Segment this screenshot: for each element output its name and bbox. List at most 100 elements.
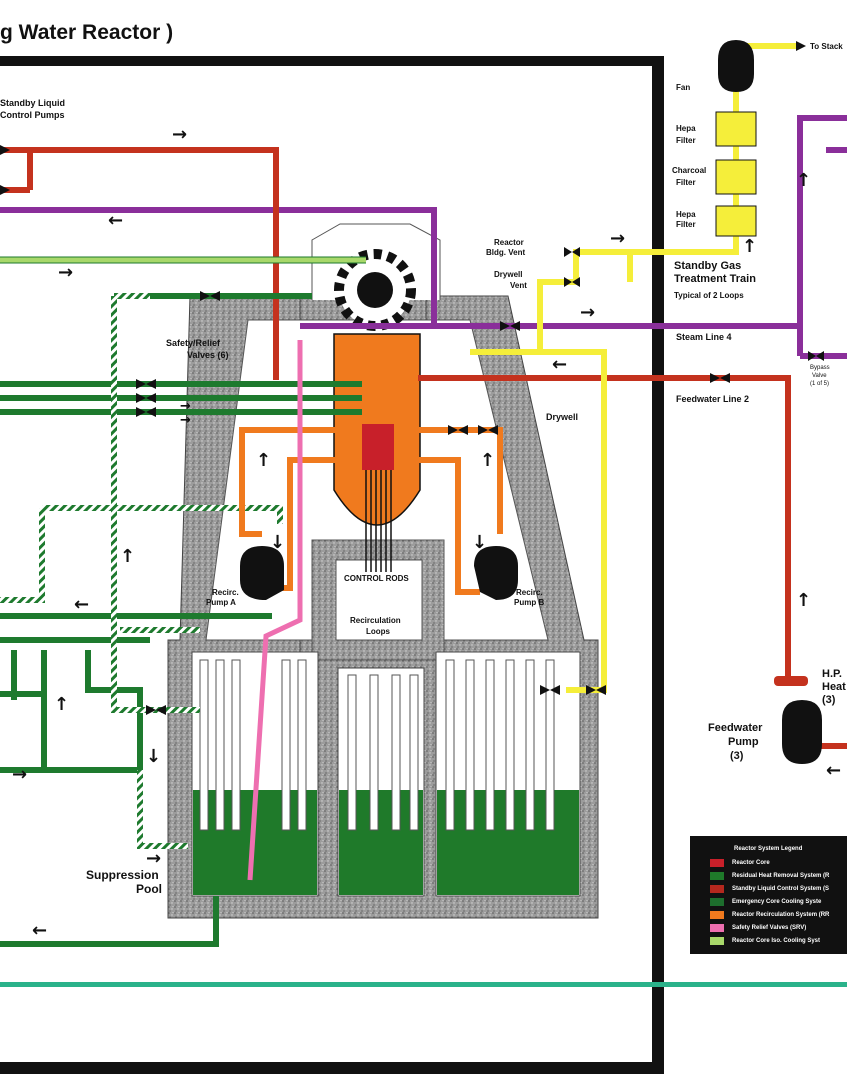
flow-arrow-right: → (172, 124, 188, 145)
flow-arrow-right: → (180, 413, 191, 428)
legend-item: Emergency Core Cooling Syste (710, 897, 821, 907)
legend-item: Standby Liquid Control System (S (710, 884, 829, 894)
legend-swatch (710, 885, 724, 893)
flow-arrow-up: ↑ (742, 236, 758, 257)
reactor-bldg-vent-label-2: Bldg. Vent (486, 248, 526, 257)
bypass-valve-label-3: (1 of 5) (810, 381, 830, 387)
suppression-pool-label-2: Pool (136, 882, 162, 896)
sgtt-label-2: Treatment Train (674, 273, 756, 285)
flow-arrow-left: ← (826, 760, 842, 781)
pool-outlet (0, 896, 219, 947)
flow-arrow-right: → (180, 399, 191, 414)
flow-arrow-left: ← (108, 210, 124, 231)
flow-arrow-right: → (610, 228, 626, 249)
flow-arrow-right: → (146, 848, 162, 869)
recirc-pump-a-label-1: Recirc. (212, 588, 239, 597)
flow-arrow-left: ← (74, 594, 90, 615)
flow-arrow-down: ↓ (270, 532, 286, 553)
legend-label: Reactor Recirculation System (RR (732, 912, 830, 918)
flow-arrow-up: ↑ (54, 694, 70, 715)
legend-item: Reactor Core Iso. Cooling Syst (710, 936, 820, 946)
hp-heater-label-1: H.P. (822, 668, 842, 680)
suppression-pool-label-1: Suppression (86, 868, 159, 882)
frame-right (652, 56, 664, 1074)
safety-relief-label: Safety/Relief (166, 338, 221, 348)
bypass-valve-label-1: Bypass (810, 365, 830, 371)
hp-heater-icon (774, 676, 808, 686)
legend-item: Residual Heat Removal System (R (710, 871, 829, 881)
recirc-pump-b-label-2: Pump B (514, 598, 545, 607)
filter1-label: Filter (676, 136, 696, 145)
flow-arrow-up: ↑ (480, 450, 496, 471)
recirc-loops-label-2: Loops (366, 627, 390, 636)
drywell-label: Drywell (546, 412, 579, 422)
eccs-lines (0, 293, 362, 773)
legend-item: Safety Relief Valves (SRV) (710, 923, 806, 933)
filter2-label: Filter (676, 178, 696, 187)
dryer-core (357, 272, 393, 308)
legend-label: Standby Liquid Control System (S (732, 886, 830, 892)
control-pumps-label: Control Pumps (0, 110, 65, 120)
flow-arrow-right: → (12, 764, 28, 785)
legend-swatch (710, 898, 724, 906)
flow-arrow-right: → (58, 262, 74, 283)
legend-label: Residual Heat Removal System (R (732, 873, 830, 879)
recirc-pump-b-label-1: Recirc. (516, 588, 543, 597)
feedwater-pump-label-3: (3) (730, 750, 744, 762)
fan-label: Fan (676, 83, 691, 92)
standby-liquid-label: Standby Liquid (0, 98, 65, 108)
pedestal-inner (335, 559, 423, 641)
control-rods-label: CONTROL RODS (344, 574, 409, 583)
flow-arrow-up: ↑ (120, 546, 136, 567)
sgtt-label-1: Standby Gas (674, 260, 742, 272)
charcoal-filter (715, 159, 757, 195)
drywell-vent-label-1: Drywell (494, 270, 523, 279)
recirc-pump-a-icon (240, 546, 284, 600)
recirc-pump-a-label-2: Pump A (206, 598, 236, 607)
flow-arrow-down: ↓ (472, 532, 488, 553)
frame-bottom (0, 1062, 664, 1074)
eccs-hatched (0, 293, 283, 849)
downcomers (199, 659, 555, 831)
hepa-filter-2 (715, 205, 757, 237)
legend-item: Reactor Core (710, 858, 770, 868)
sgtt-label-3: Typical of 2 Loops (674, 291, 744, 300)
valves-count-label: Valves (6) (187, 350, 229, 360)
charcoal-label: Charcoal (672, 166, 707, 175)
recirc-loops-label-1: Recirculation (350, 616, 401, 625)
recirc-loop-b (418, 427, 503, 595)
flow-arrow-left: ← (552, 354, 568, 375)
reactor-core (362, 424, 394, 470)
feedwater-pump-label-1: Feedwater (708, 722, 763, 734)
flow-arrow-up: ↑ (796, 170, 812, 191)
flow-arrow-right: → (580, 302, 596, 323)
reactor-system-legend: Reactor System Legend Reactor Core Resid… (690, 836, 847, 954)
flow-arrow-up: ↑ (796, 590, 812, 611)
steam-line-label: Steam Line 4 (676, 332, 732, 342)
rcic-line-edge (0, 256, 366, 264)
flow-arrow-up: ↑ (256, 450, 272, 471)
hp-heater-label-2: Heat (822, 681, 846, 693)
legend-swatch (710, 859, 724, 867)
flow-arrow-left: ← (32, 920, 48, 941)
recirc-pump-b-icon (474, 546, 518, 600)
legend-swatch (710, 872, 724, 880)
hepa1-label: Hepa (676, 124, 696, 133)
legend-title: Reactor System Legend (734, 846, 803, 852)
feedwater-pump-icon (782, 700, 822, 764)
reactor-bldg-vent-label-1: Reactor (494, 238, 524, 247)
legend-label: Safety Relief Valves (SRV) (732, 925, 807, 931)
hp-heater-label-3: (3) (822, 694, 836, 706)
feedwater-pump-label-2: Pump (728, 736, 759, 748)
srv-line (247, 340, 303, 881)
legend-label: Emergency Core Cooling Syste (732, 899, 822, 905)
page-title: g Water Reactor ) (0, 21, 174, 44)
control-rods-drives (365, 470, 392, 572)
hepa-filter-1 (715, 111, 757, 147)
drywell-vent-label-2: Vent (510, 281, 527, 290)
legend-item: Reactor Recirculation System (RR (710, 910, 829, 920)
bottom-stripe (0, 982, 847, 987)
filter3-label: Filter (676, 220, 696, 229)
valves (0, 145, 824, 715)
